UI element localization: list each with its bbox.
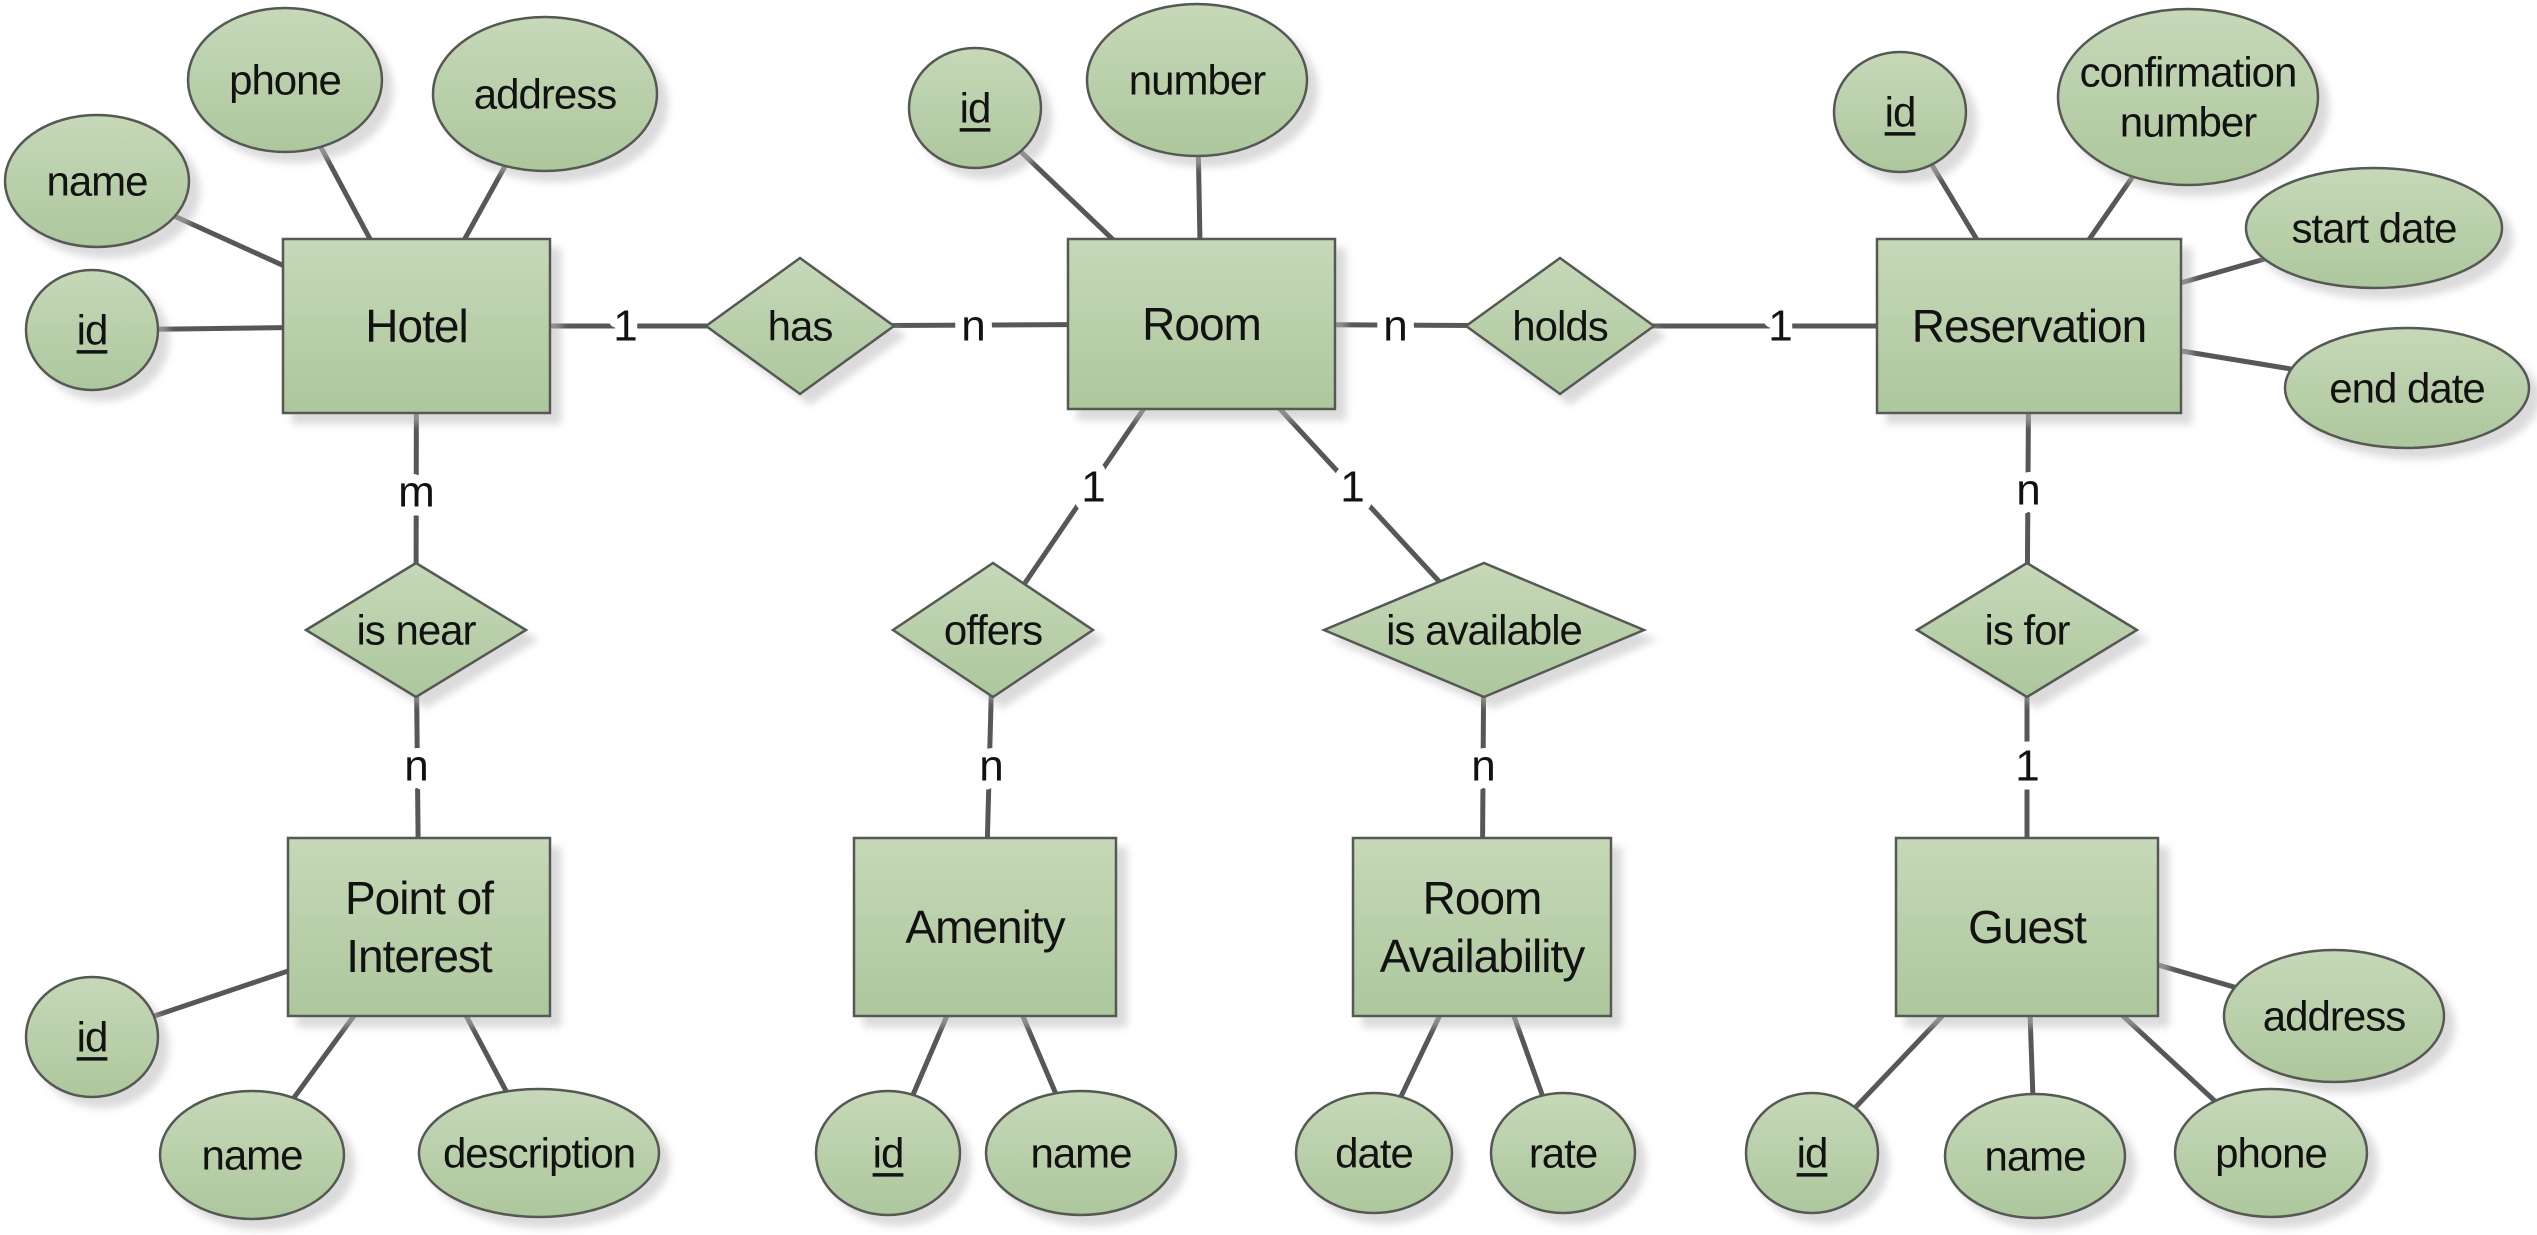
cardinality-is-available-0: 1	[1340, 463, 1363, 512]
relationship-is-near-label: is near	[356, 607, 476, 654]
attribute-guest-phone-label: phone	[2215, 1130, 2327, 1177]
attribute-hotel-address-label: address	[474, 71, 616, 118]
attribute-guest-address-label: address	[2263, 993, 2405, 1040]
relationship-is-for	[1914, 561, 2140, 699]
attribute-guest-id-label: id	[1797, 1130, 1828, 1177]
cardinality-offers-1: n	[979, 742, 1002, 791]
attribute-room_availability-rate	[1489, 1091, 1637, 1215]
cardinality-is-for-1: 1	[2015, 742, 2038, 791]
attribute-reservation-confirmation-number	[2056, 7, 2320, 187]
cardinality-is-near-1: n	[404, 742, 427, 791]
entity-reservation	[1875, 237, 2183, 415]
attribute-hotel-id-label: id	[77, 307, 108, 354]
entity-room-label: Room	[1142, 298, 1261, 350]
attribute-guest-name-label: name	[1984, 1133, 2085, 1180]
relationship-has	[703, 256, 897, 396]
cardinality-has-1: n	[961, 302, 984, 351]
cardinality-has-0: 1	[613, 302, 636, 351]
attribute-guest-name	[1943, 1092, 2127, 1220]
attribute-room-id-label: id	[960, 85, 991, 132]
entity-amenity	[852, 836, 1118, 1018]
attribute-poi-id	[24, 975, 160, 1099]
cardinality-is-for-0: n	[2016, 466, 2039, 515]
attribute-hotel-address	[431, 15, 659, 173]
attribute-poi-name-label: name	[201, 1132, 302, 1179]
entity-guest	[1894, 836, 2160, 1018]
attribute-room_availability-date-label: date	[1335, 1130, 1413, 1177]
attribute-reservation-id	[1832, 50, 1968, 174]
entity-room	[1066, 237, 1337, 411]
entity-amenity-label: Amenity	[905, 901, 1065, 953]
attribute-amenity-id-label: id	[873, 1130, 904, 1177]
cardinality-is-near-0: m	[398, 468, 434, 517]
attribute-reservation-end-date	[2283, 326, 2531, 450]
attribute-hotel-id	[24, 268, 160, 392]
attribute-poi-name	[158, 1089, 346, 1221]
entity-poi	[286, 836, 552, 1018]
entity-guest-label: Guest	[1968, 901, 2087, 953]
relationship-is-available	[1320, 561, 1648, 699]
attribute-guest-phone	[2173, 1087, 2369, 1219]
attribute-reservation-start-date-label: start date	[2291, 205, 2456, 252]
attribute-room-number-label: number	[1129, 57, 1266, 104]
cardinality-is-available-1: n	[1471, 742, 1494, 791]
entity-room_availability	[1351, 836, 1613, 1018]
relationship-is-for-label: is for	[1984, 607, 2070, 654]
attribute-poi-description	[417, 1087, 661, 1219]
cardinality-holds-0: n	[1383, 302, 1406, 351]
cardinality-holds-1: 1	[1768, 302, 1791, 351]
attribute-amenity-id	[814, 1089, 962, 1217]
shape-layer	[3, 2, 2531, 1221]
relationship-offers-label: offers	[944, 607, 1042, 654]
relationship-is-available-label: is available	[1386, 607, 1582, 654]
attribute-hotel-name-label: name	[46, 158, 147, 205]
attribute-room_availability-date	[1294, 1091, 1454, 1215]
attribute-amenity-name-label: name	[1030, 1130, 1131, 1177]
attribute-poi-description-label: description	[443, 1130, 635, 1177]
attribute-room_availability-rate-label: rate	[1529, 1130, 1597, 1177]
relationship-is-near	[303, 561, 529, 699]
attribute-amenity-name	[984, 1089, 1178, 1217]
attribute-room-id	[907, 46, 1043, 170]
attribute-reservation-id-label: id	[1885, 89, 1916, 136]
attribute-hotel-phone	[186, 6, 384, 154]
attribute-guest-address	[2222, 948, 2446, 1084]
attribute-poi-id-label: id	[77, 1014, 108, 1061]
entity-reservation-label: Reservation	[1912, 300, 2146, 352]
attribute-hotel-phone-label: phone	[229, 57, 341, 104]
attribute-hotel-name	[3, 113, 191, 249]
attribute-guest-id	[1744, 1091, 1880, 1215]
relationship-has-label: has	[768, 303, 833, 350]
relationship-holds	[1463, 256, 1657, 396]
attribute-reservation-end-date-label: end date	[2329, 365, 2485, 412]
relationship-offers	[890, 561, 1096, 699]
attribute-room-number	[1085, 2, 1309, 158]
entity-hotel-label: Hotel	[365, 300, 467, 352]
entity-hotel	[281, 237, 552, 415]
cardinality-offers-0: 1	[1081, 463, 1104, 512]
relationship-holds-label: holds	[1512, 303, 1607, 350]
attribute-reservation-start-date	[2244, 166, 2504, 290]
